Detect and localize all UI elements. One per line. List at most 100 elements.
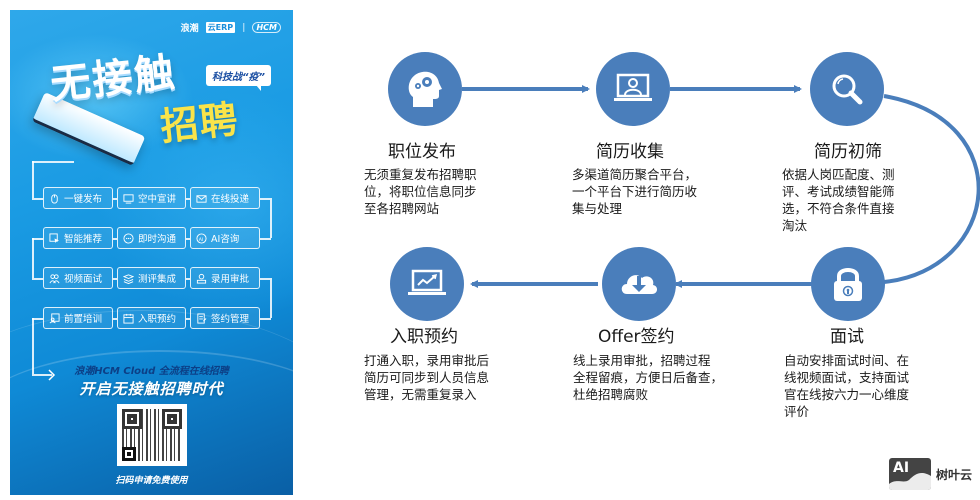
desc-line: 集与处理 — [572, 201, 623, 216]
svg-text:AI: AI — [199, 236, 203, 242]
feature-assessment-integration: 测评集成 — [117, 267, 186, 289]
watermark-label: 树叶云 — [935, 467, 972, 482]
calendar-icon — [123, 313, 134, 324]
step-title: 职位发布 — [388, 142, 456, 162]
step-circle-interview — [811, 247, 885, 321]
magnifier-icon — [832, 74, 863, 105]
desc-line: 简历可同步到人员信息 — [364, 370, 490, 385]
head-gears-icon — [408, 71, 442, 107]
feature-label: 即时沟通 — [138, 234, 177, 245]
ai-assistant-icon: AI — [196, 232, 207, 244]
monitor-icon — [123, 193, 134, 204]
poster-title-sub: 招聘 — [158, 96, 241, 149]
feature-label: 录用审批 — [211, 274, 250, 285]
feature-label: 签约管理 — [211, 314, 250, 325]
speech-bubble: 科技战“疫” — [206, 65, 271, 91]
qr-finder — [122, 447, 136, 461]
desc-line: 线视频面试，支持面试 — [784, 370, 910, 385]
feature-video-interview: 视频面试 — [43, 267, 113, 289]
step-circle-resume-collection — [596, 52, 670, 126]
step-description: 多渠道简历聚合平台， 一个平台下进行简历收 集与处理 — [572, 166, 697, 217]
brand-name: 浪潮 — [180, 24, 199, 34]
desc-line: 无须重复发布招聘职 — [364, 167, 477, 182]
step-description: 线上录用审批，招聘过程 全程留痕，方便日后备查， 杜绝招聘腐败 — [573, 352, 723, 403]
step-description: 无须重复发布招聘职 位，将职位信息同步 至各招聘网站 — [364, 166, 477, 217]
envelope-icon — [196, 193, 207, 204]
step-description: 打通入职，录用审批后 简历可同步到人员信息 管理，无需重复录入 — [364, 352, 489, 403]
feature-label: 空中宣讲 — [138, 194, 177, 205]
cloud-download-icon — [621, 275, 658, 294]
training-icon — [49, 312, 60, 324]
step-title: Offer签约 — [598, 327, 675, 347]
user-approve-icon — [196, 273, 207, 284]
chat-bubble-icon — [123, 232, 134, 244]
step-title: 简历收集 — [596, 142, 664, 162]
step-description: 依据人岗匹配度、测 评、考试成绩智能筛 选，不符合条件直接 淘汰 — [782, 166, 895, 234]
feature-contract-management: 签约管理 — [190, 307, 260, 329]
step-title: 入职预约 — [390, 327, 458, 347]
people-icon — [49, 273, 60, 284]
step-description: 自动安排面试时间、在 线视频面试，支持面试 官在线按六力一心维度 评价 — [784, 352, 909, 420]
desc-line: 依据人岗匹配度、测 — [782, 167, 895, 182]
desc-line: 一个平台下进行简历收 — [572, 184, 698, 199]
step-circle-offer-signing — [602, 247, 676, 321]
feature-hiring-approval: 录用审批 — [190, 267, 260, 289]
qr-code[interactable] — [117, 404, 187, 466]
watermark: AI 树叶云 — [888, 458, 972, 490]
step-title: 面试 — [830, 327, 864, 347]
desc-line: 自动安排面试时间、在 — [784, 353, 910, 368]
cursor-click-icon — [49, 232, 60, 244]
step-circle-resume-screening — [810, 52, 884, 126]
desc-line: 杜绝招聘腐败 — [573, 387, 649, 402]
feature-ai-consult: AI AI咨询 — [190, 227, 260, 249]
recruitment-poster: 浪潮 云ERP | HCM 无接触 招聘 科技战“疫” 一 — [10, 10, 293, 495]
desc-line: 评、考试成绩智能筛 — [782, 184, 895, 199]
process-connectors — [462, 85, 980, 288]
feature-label: 视频面试 — [64, 274, 103, 285]
feature-label: 测评集成 — [138, 274, 177, 285]
brand-separator: | — [242, 22, 246, 33]
feature-label: 在线投递 — [211, 194, 250, 205]
desc-line: 打通入职，录用审批后 — [364, 353, 490, 368]
feature-air-presentation: 空中宣讲 — [117, 187, 186, 209]
decorative-swoosh — [10, 310, 293, 495]
desc-line: 评价 — [784, 404, 810, 419]
feature-instant-chat: 即时沟通 — [117, 227, 186, 249]
feature-label: 前置培训 — [64, 314, 103, 325]
desc-line: 官在线按六力一心维度 — [784, 387, 910, 402]
feature-label: AI咨询 — [211, 234, 240, 245]
poster-tagline: 浪潮HCM Cloud 全流程在线招聘 — [74, 366, 229, 377]
desc-line: 全程留痕，方便日后备查， — [573, 370, 724, 385]
recruitment-process-diagram: 职位发布 无须重复发布招聘职 位，将职位信息同步 至各招聘网站 简历收集 多渠道… — [300, 0, 980, 500]
feature-onboarding-booking: 入职预约 — [117, 307, 186, 329]
step-circle-job-posting — [388, 52, 462, 126]
feature-label: 入职预约 — [138, 314, 177, 325]
feature-one-click-publish: 一键发布 — [43, 187, 113, 209]
poster-slogan: 开启无接触招聘时代 — [79, 380, 224, 398]
step-circle-onboarding-booking — [390, 247, 464, 321]
laptop-chart-icon — [408, 269, 446, 295]
step-title: 简历初筛 — [814, 142, 882, 162]
feature-label: 一键发布 — [64, 194, 103, 205]
mouse-icon — [49, 193, 60, 204]
padlock-icon — [834, 268, 862, 301]
feature-smart-recommend: 智能推荐 — [43, 227, 113, 249]
desc-line: 线上录用审批，招聘过程 — [573, 353, 711, 368]
desc-line: 位，将职位信息同步 — [364, 184, 477, 199]
desc-line: 淘汰 — [782, 218, 808, 233]
layers-icon — [123, 273, 134, 284]
qr-pattern — [122, 409, 182, 461]
decorative-swoosh — [10, 350, 293, 490]
feature-online-apply: 在线投递 — [190, 187, 260, 209]
desc-line: 多渠道简历聚合平台， — [572, 167, 698, 182]
poster-brand: 浪潮 云ERP | HCM — [181, 21, 281, 34]
watermark-logo-text: AI — [892, 460, 910, 476]
watermark-logo-icon: AI — [888, 458, 931, 490]
desc-line: 至各招聘网站 — [364, 201, 440, 216]
brand-hcm-logo: HCM — [252, 22, 281, 33]
laptop-user-icon — [614, 73, 652, 101]
feature-pre-training: 前置培训 — [43, 307, 113, 329]
desc-line: 选，不符合条件直接 — [782, 201, 895, 216]
feature-label: 智能推荐 — [64, 234, 103, 245]
desc-line: 管理，无需重复录入 — [364, 387, 477, 402]
